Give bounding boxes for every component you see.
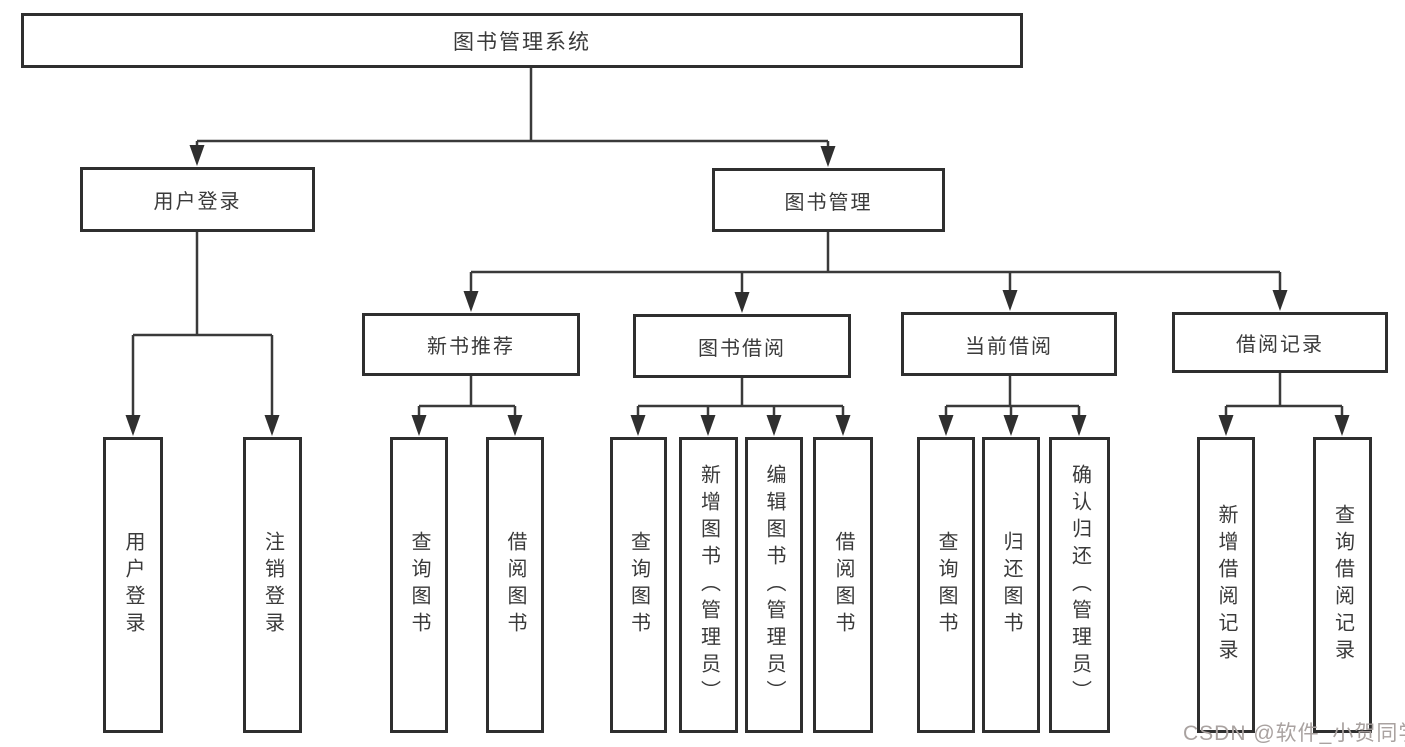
leaf-borrow-borrow-books: 借阅图书 bbox=[813, 437, 873, 733]
leaf-current-confirm-return-admin: 确认归还（管理员） bbox=[1049, 437, 1110, 733]
leaf-borrow-edit-books-admin: 编辑图书（管理员） bbox=[745, 437, 803, 733]
leaf-current-query-books: 查询图书 bbox=[917, 437, 975, 733]
leaf-current-return-books: 归还图书 bbox=[982, 437, 1040, 733]
node-library-system: 图书管理系统 bbox=[21, 13, 1023, 68]
node-user-login: 用户登录 bbox=[80, 167, 315, 232]
connector-root bbox=[195, 68, 830, 152]
connector-book-mgmt bbox=[469, 232, 1282, 293]
node-current-borrowing: 当前借阅 bbox=[901, 312, 1117, 376]
node-book-borrowing: 图书借阅 bbox=[633, 314, 851, 378]
leaf-logout: 注销登录 bbox=[243, 437, 302, 733]
connector-new-rec bbox=[417, 376, 517, 420]
leaf-records-query-record: 查询借阅记录 bbox=[1313, 437, 1372, 733]
node-borrowing-records: 借阅记录 bbox=[1172, 312, 1388, 373]
leaf-records-add-record: 新增借阅记录 bbox=[1197, 437, 1255, 733]
leaf-newrec-borrow-books: 借阅图书 bbox=[486, 437, 544, 733]
csdn-watermark: CSDN @软件_小贺同学 bbox=[1183, 722, 1405, 745]
leaf-borrow-add-books-admin: 新增图书（管理员） bbox=[679, 437, 738, 733]
node-new-book-recommendation: 新书推荐 bbox=[362, 313, 580, 376]
leaf-newrec-query-books: 查询图书 bbox=[390, 437, 448, 733]
connector-borrow-records bbox=[1224, 373, 1344, 420]
leaf-borrow-query-books: 查询图书 bbox=[610, 437, 667, 733]
connector-user-login bbox=[131, 232, 274, 420]
connector-current-borrow bbox=[944, 376, 1081, 420]
connector-book-borrow bbox=[636, 378, 845, 420]
leaf-user-login: 用户登录 bbox=[103, 437, 163, 733]
arrowheads bbox=[125, 145, 1350, 436]
node-book-management: 图书管理 bbox=[712, 168, 945, 232]
